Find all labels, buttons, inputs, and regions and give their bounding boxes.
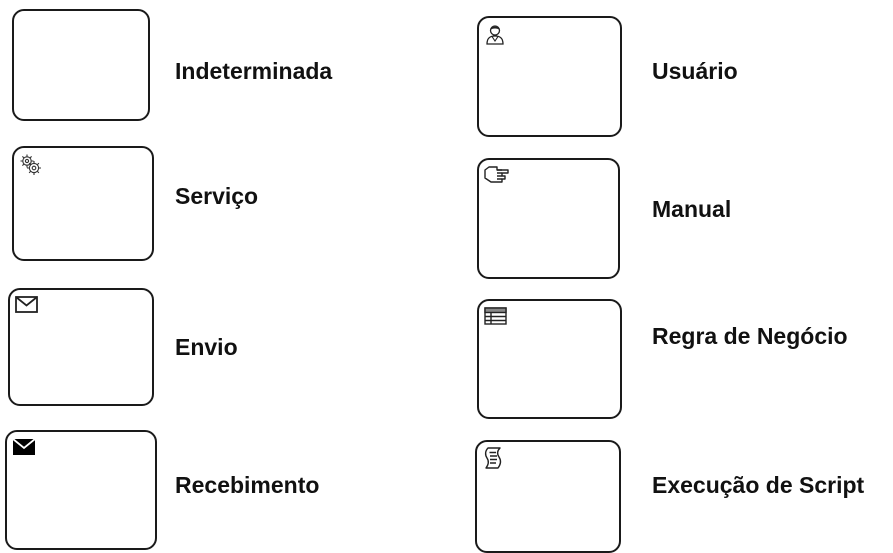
task-box-script[interactable]	[475, 440, 621, 553]
task-box-usuario[interactable]	[477, 16, 622, 137]
task-label-servico: Serviço	[175, 183, 259, 209]
task-box-envio[interactable]	[8, 288, 154, 406]
task-box-indeterminada[interactable]	[12, 9, 150, 121]
task-label-regra-negocio: Regra de Negócio	[652, 323, 848, 349]
task-box-manual[interactable]	[477, 158, 620, 279]
task-label-usuario: Usuário	[652, 58, 738, 84]
task-label-manual: Manual	[652, 196, 732, 222]
task-label-envio: Envio	[175, 334, 238, 360]
task-box-recebimento[interactable]	[5, 430, 157, 550]
script-icon	[481, 446, 505, 470]
user-icon	[483, 22, 507, 46]
task-box-servico[interactable]	[12, 146, 154, 261]
task-label-indeterminada: Indeterminada	[175, 58, 333, 84]
hand-icon	[483, 164, 509, 188]
envelope-outline-icon	[14, 294, 38, 318]
envelope-filled-icon	[11, 436, 36, 460]
task-label-recebimento: Recebimento	[175, 472, 320, 498]
gear-icon	[18, 152, 42, 176]
task-box-regra-negocio[interactable]	[477, 299, 622, 419]
task-label-script: Execução de Script	[652, 472, 865, 498]
table-icon	[483, 305, 507, 329]
